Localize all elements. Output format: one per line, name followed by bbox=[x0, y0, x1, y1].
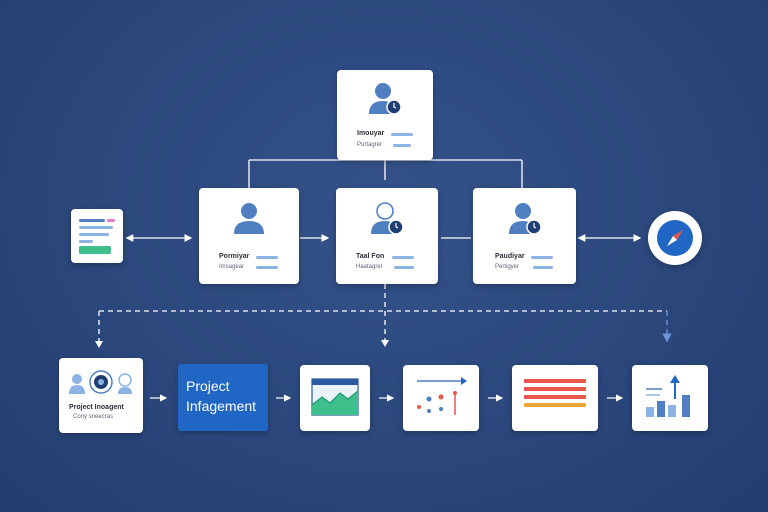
user-icon bbox=[234, 203, 264, 234]
node-subtitle: Haatagrer bbox=[356, 264, 383, 270]
user-clock-icon bbox=[508, 203, 542, 235]
text-placeholder-bar bbox=[256, 266, 278, 269]
stacked-bars-icon bbox=[524, 379, 586, 407]
user-clock-icon bbox=[371, 202, 404, 235]
scatter-chart-card[interactable] bbox=[403, 365, 479, 431]
org-node-center[interactable]: Taal Fon Haatagrer bbox=[336, 188, 438, 284]
node-subtitle: Purtagrer bbox=[357, 142, 383, 148]
growth-bar-chart-icon bbox=[646, 375, 690, 417]
text-placeholder-bar bbox=[531, 256, 553, 259]
user-clock-icon bbox=[369, 83, 402, 115]
project-team-card[interactable]: Project Inoagent Cony sneecras bbox=[59, 358, 143, 433]
document-list-icon bbox=[79, 219, 115, 254]
line-chart-card[interactable] bbox=[300, 365, 370, 431]
card-title: Project Infagement bbox=[186, 378, 257, 414]
text-placeholder-bar bbox=[393, 144, 411, 147]
text-placeholder-bar bbox=[391, 133, 413, 136]
growth-chart-card[interactable] bbox=[632, 365, 708, 431]
org-node-top[interactable]: Imouyar Purtagrer bbox=[337, 70, 433, 160]
node-title: Imouyar bbox=[357, 130, 385, 137]
node-title: Pormiyar bbox=[219, 253, 250, 260]
scatter-plot-icon bbox=[417, 377, 467, 415]
stacked-bars-card[interactable] bbox=[512, 365, 598, 431]
text-placeholder-bar bbox=[256, 256, 278, 259]
card-subtitle: Cony sneecras bbox=[73, 414, 114, 420]
arrowhead-center bbox=[381, 340, 389, 347]
node-title: Paudiyar bbox=[495, 253, 525, 260]
document-card[interactable] bbox=[71, 209, 123, 263]
node-subtitle: Pertigyer bbox=[495, 264, 520, 270]
compass-card[interactable] bbox=[648, 211, 702, 265]
project-management-card[interactable]: Project Infagement bbox=[178, 364, 268, 431]
team-badges-icon bbox=[69, 370, 132, 394]
text-placeholder-bar bbox=[533, 266, 553, 269]
compass-icon bbox=[657, 220, 693, 256]
org-node-right[interactable]: Paudiyar Pertigyer bbox=[473, 188, 576, 284]
node-subtitle: Imsagear bbox=[219, 264, 245, 270]
line-chart-window-icon bbox=[311, 378, 359, 416]
org-node-left[interactable]: Pormiyar Imsagear bbox=[199, 188, 299, 284]
text-placeholder-bar bbox=[394, 266, 414, 269]
card-title: Project Inoagent bbox=[69, 404, 124, 411]
node-title: Taal Fon bbox=[356, 253, 385, 260]
text-placeholder-bar bbox=[392, 256, 414, 259]
arrowhead-left bbox=[95, 341, 103, 348]
